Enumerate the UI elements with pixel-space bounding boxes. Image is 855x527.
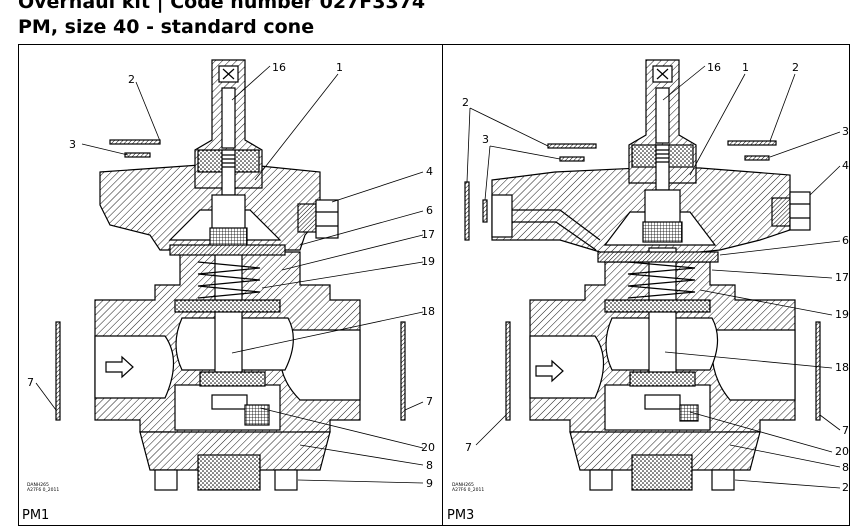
pm1-diaphragm (169, 244, 286, 256)
pm1-gasket-3 (124, 152, 151, 158)
pm1-spindle-top (221, 149, 236, 196)
pm3-callout-2-bottom: 2 (842, 481, 849, 494)
pm1-bottom-plug (197, 454, 261, 491)
pm3-bolt-right (711, 469, 735, 491)
panel-label-pm1: PM1 (22, 508, 50, 523)
pm3-outlet-cavity (711, 329, 796, 401)
page-subtitle: PM, size 40 - standard cone (18, 16, 315, 38)
pm3-callout-19: 19 (835, 308, 849, 321)
panel-label-pm3: PM3 (447, 508, 475, 523)
pm1-bolt-right (274, 469, 298, 491)
pm1-callout-1: 1 (336, 61, 343, 74)
pm1-callout-18: 18 (421, 305, 435, 318)
pm3-gasket-2-right (727, 140, 777, 146)
pm3-spindle-top (655, 144, 670, 191)
pm3-gasket-3-left (559, 156, 585, 162)
pm1-callout-20: 20 (421, 441, 435, 454)
pm3-gasket-7-left (505, 321, 511, 421)
pm3-side-plug (771, 197, 791, 227)
pm1-callout-4: 4 (426, 165, 433, 178)
pm1-cone-nut (211, 394, 248, 410)
pm3-callout-18: 18 (835, 361, 849, 374)
pm3-stamp-line1: DANH265 (452, 482, 474, 488)
pm1-gasket-7-right (400, 321, 406, 421)
pm1-cone (244, 404, 270, 426)
pm3-drawing: 16 1 2 2 3 3 4 6 17 19 18 7 7 20 8 2 DAN… (452, 59, 849, 494)
pm1-callout-9: 9 (426, 477, 433, 490)
pm1-callout-7-right: 7 (426, 395, 433, 408)
drawing-frame (18, 44, 850, 526)
pm3-diaphragm (597, 251, 719, 263)
pm3-callout-2-top: 2 (792, 61, 799, 74)
pm3-stamp-line2: A27F6 0_2011 (452, 487, 484, 493)
pm3-callout-17: 17 (835, 271, 849, 284)
pm1-callout-6: 6 (426, 204, 433, 217)
pm3-callout-16: 16 (707, 61, 721, 74)
pm3-callout-3-left: 3 (482, 133, 489, 146)
pm1-spring (197, 261, 261, 299)
pm1-bolt-left (154, 469, 178, 491)
pm3-inlet-port (529, 335, 604, 399)
pm3-cone (679, 404, 699, 422)
pm1-side-plug (297, 203, 317, 233)
pm3-gasket-7-right (815, 321, 821, 421)
pm1-drawing: 16 1 2 3 4 6 17 19 18 7 7 20 8 9 DANH265… (27, 59, 435, 493)
pm3-flow-arrow (535, 359, 564, 383)
page-title: Overhaul kit | Code number 027F3374 (18, 0, 426, 13)
pm3-callout-7-left: 7 (465, 441, 472, 454)
pm3-callout-20: 20 (835, 445, 849, 458)
pm3-gasket-2-left (547, 143, 597, 149)
pm3-callout-1: 1 (742, 61, 749, 74)
pm1-flow-arrow (105, 355, 134, 379)
pm1-inlet-port (94, 335, 174, 399)
pm1-callout-8: 8 (426, 459, 433, 472)
pm1-bonnet-bore (221, 87, 236, 149)
pm1-callout-19: 19 (421, 255, 435, 268)
panel-divider (442, 44, 443, 526)
pm3-cone-nut (644, 394, 681, 410)
pm1-callout-16: 16 (272, 61, 286, 74)
pm3-bonnet-bore (655, 87, 670, 144)
pm3-seat-ring-lower (629, 371, 696, 387)
pm3-bolt-left (589, 469, 613, 491)
pm3-gasket-vertical-left (482, 199, 488, 223)
pm1-gasket-7-left (55, 321, 61, 421)
pm3-callout-6: 6 (842, 234, 849, 247)
pm3-bottom-cover (569, 431, 761, 471)
pm1-callout-2: 2 (128, 73, 135, 86)
pm1-callout-7-left: 7 (27, 376, 34, 389)
pm3-callout-2-left: 2 (462, 96, 469, 109)
pm3-plug-nut (789, 191, 811, 231)
pm1-seat-ring-lower (199, 371, 266, 387)
pm3-gasket-3-right (744, 155, 770, 161)
pm3-callout-8: 8 (842, 461, 849, 474)
pm1-gasket-2 (109, 139, 161, 145)
pm1-bottom-cover (139, 431, 331, 471)
pm3-pilot-channel (500, 209, 601, 251)
pm1-plug-nut (315, 199, 339, 239)
pm3-callout-3-right: 3 (842, 125, 849, 138)
pm3-side-plug-left (491, 194, 513, 238)
pm1-callout-17: 17 (421, 228, 435, 241)
pm1-seat-ring-upper (174, 299, 281, 313)
pm1-callout-3: 3 (69, 138, 76, 151)
pm1-stamp-line2: A27F6 0_2011 (27, 487, 59, 493)
pm3-gasket-vertical-far-left (464, 181, 470, 241)
pm3-seat-ring-upper (604, 299, 711, 313)
pm3-callout-7-right: 7 (842, 424, 849, 437)
pm3-callout-4: 4 (842, 159, 849, 172)
pm3-spring (627, 261, 696, 299)
pm3-bottom-plug (631, 454, 693, 491)
pm1-stamp-line1: DANH265 (27, 482, 49, 488)
pm3-spindle-collar (642, 221, 683, 243)
